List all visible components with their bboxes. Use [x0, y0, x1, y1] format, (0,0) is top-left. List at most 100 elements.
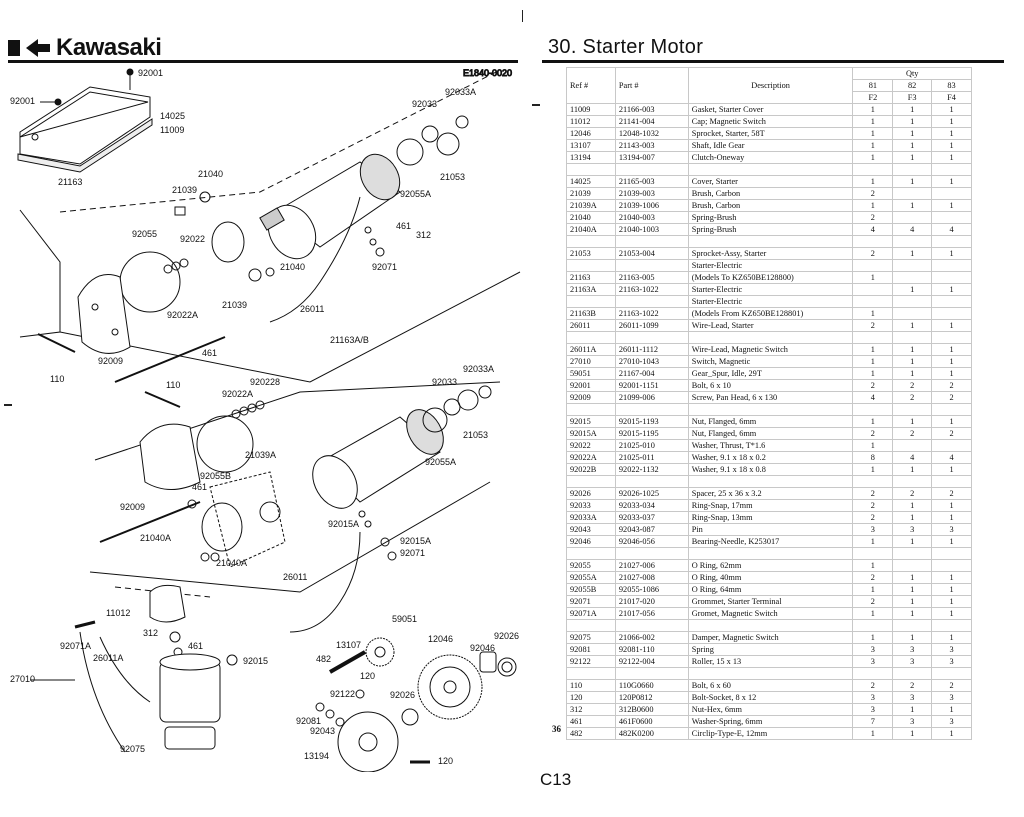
- cell-ref: 92046: [566, 535, 616, 548]
- callout-92122: 92122: [330, 689, 355, 699]
- cell-qty: 1: [931, 535, 972, 548]
- parts-table: Ref # Part # Description Qty 81 82 83 F2…: [566, 67, 972, 740]
- cell-ref: 92022A: [566, 451, 616, 464]
- cell-qty: 3: [892, 643, 933, 656]
- cell-description: (Models From KZ650BE128801): [687, 307, 854, 320]
- col-variant: F2: [852, 91, 894, 104]
- cell-qty: 1: [852, 343, 894, 356]
- callout-461: 461: [202, 348, 217, 358]
- cell-qty: 2: [931, 487, 972, 500]
- cell-qty: 3: [892, 691, 933, 704]
- cell-ref: 14025: [566, 175, 616, 188]
- cell-description: Ring-Snap, 17mm: [687, 499, 854, 512]
- cell-qty: 1: [931, 511, 972, 524]
- starter-cover-part: [17, 86, 153, 173]
- cell-qty: 1: [892, 631, 933, 644]
- cell-qty: [852, 283, 894, 296]
- cell-ref: 461: [566, 715, 616, 728]
- cell-ref: 92122: [566, 655, 616, 668]
- cell-qty: 2: [931, 679, 972, 692]
- cell-description: [687, 547, 854, 560]
- cell-part: 21099-006: [614, 391, 689, 404]
- cell-part: 21025-011: [614, 451, 689, 464]
- callout-92055B: 92055B: [200, 471, 231, 481]
- cell-part: 92043-087: [614, 523, 689, 536]
- callout-92026: 92026: [494, 631, 519, 641]
- cell-qty: [931, 475, 972, 488]
- cell-part: 21040-1003: [614, 223, 689, 236]
- cell-ref: 92033: [566, 499, 616, 512]
- cell-ref: [566, 331, 616, 344]
- cell-ref: 92081: [566, 643, 616, 656]
- cell-description: [687, 667, 854, 680]
- callout-120: 120: [438, 756, 453, 766]
- callout-13194: 13194: [304, 751, 329, 761]
- page-code: C13: [540, 770, 572, 789]
- cell-description: Nut, Flanged, 6mm: [687, 415, 854, 428]
- table-row: [566, 547, 972, 560]
- cell-qty: [931, 331, 972, 344]
- cell-qty: [892, 271, 933, 284]
- callout-92009: 92009: [120, 502, 145, 512]
- cell-ref: 21163A: [566, 283, 616, 296]
- cell-qty: [852, 403, 894, 416]
- cell-qty: 1: [931, 355, 972, 368]
- cell-ref: 92026: [566, 487, 616, 500]
- callout-461: 461: [188, 641, 203, 651]
- callout-92033A: 92033A: [463, 364, 494, 374]
- callout-21039: 21039: [222, 300, 247, 310]
- callout-11009: 11009: [160, 125, 184, 135]
- cell-qty: 1: [852, 199, 894, 212]
- cell-description: [687, 163, 854, 176]
- cell-qty: [892, 259, 933, 272]
- cell-description: [687, 403, 854, 416]
- cell-ref: 120: [566, 691, 616, 704]
- cell-qty: [892, 667, 933, 680]
- cell-ref: 482: [566, 727, 616, 740]
- cell-description: Gear_Spur, Idle, 29T: [687, 367, 854, 380]
- cell-part: 26011-1099: [614, 319, 689, 332]
- cell-part: 26011-1112: [614, 343, 689, 356]
- cell-qty: 1: [931, 343, 972, 356]
- cell-qty: 3: [852, 655, 894, 668]
- cell-qty: 2: [852, 319, 894, 332]
- cell-ref: 92033A: [566, 511, 616, 524]
- brush-plate-upper: [119, 191, 275, 313]
- callout-13107: 13107: [336, 640, 361, 650]
- cell-qty: [892, 187, 933, 200]
- cell-qty: 3: [892, 715, 933, 728]
- lead-wire-middle: [289, 531, 361, 633]
- header-rule-left: [8, 60, 518, 63]
- crop-mark: [522, 10, 523, 22]
- cell-qty: 1: [852, 583, 894, 596]
- cell-qty: 1: [892, 595, 933, 608]
- cell-ref: 92055A: [566, 571, 616, 584]
- cell-description: Gromet, Magnetic Switch: [687, 607, 854, 620]
- cell-qty: 1: [852, 463, 894, 476]
- cell-qty: [852, 295, 894, 308]
- cell-qty: 4: [931, 223, 972, 236]
- cell-qty: 1: [931, 727, 972, 740]
- lead-wire-upper: [269, 196, 361, 323]
- callout-92001: 92001: [10, 96, 35, 106]
- cell-ref: [566, 259, 616, 272]
- cell-part: 461F0600: [614, 715, 689, 728]
- cell-qty: 1: [892, 319, 933, 332]
- cell-qty: 2: [852, 487, 894, 500]
- cell-part: [614, 295, 689, 308]
- cell-ref: 59051: [566, 367, 616, 380]
- cell-qty: [931, 307, 972, 320]
- callout-59051: 59051: [392, 614, 417, 624]
- col-variant: F4: [931, 91, 972, 104]
- cell-qty: 1: [931, 151, 972, 164]
